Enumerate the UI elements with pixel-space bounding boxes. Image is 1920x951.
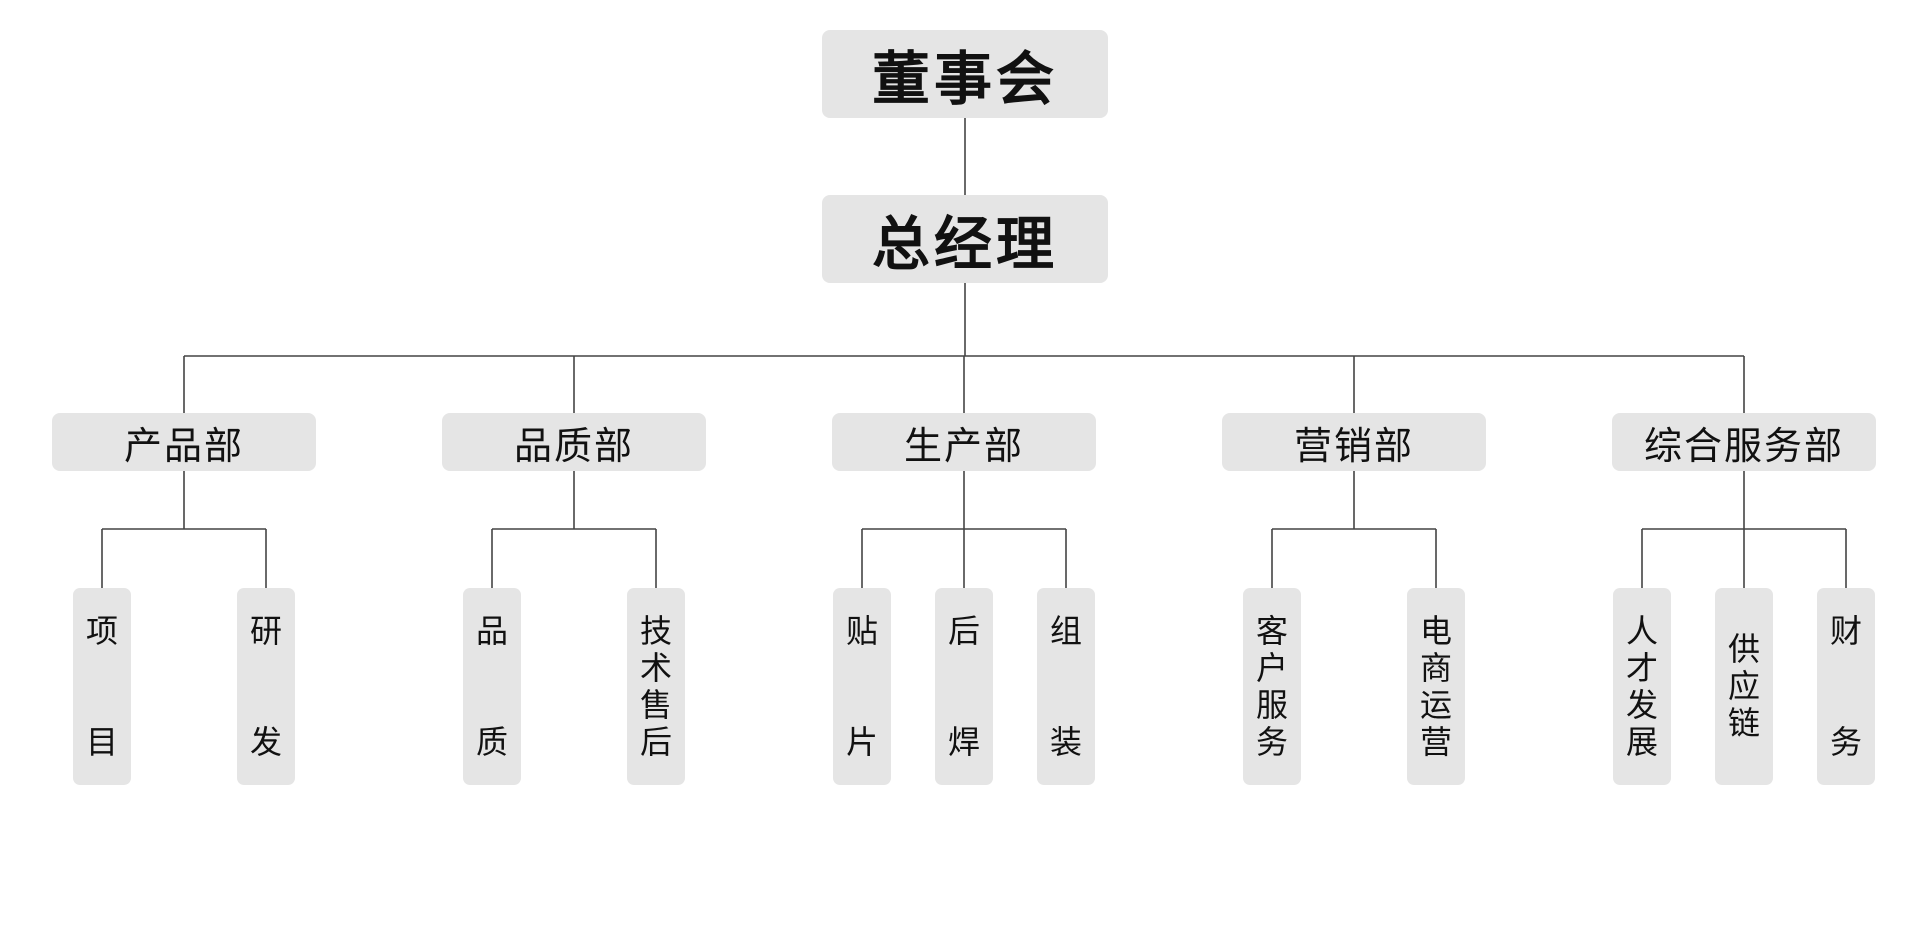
sub-department-label: 项目 bbox=[85, 611, 118, 761]
board-label: 董事会 bbox=[871, 45, 1058, 113]
label-character: 质 bbox=[475, 722, 508, 761]
label-character: 目 bbox=[85, 722, 118, 761]
label-character: 品 bbox=[475, 611, 508, 650]
label-character: 务 bbox=[1255, 722, 1288, 761]
department-label: 生产部 bbox=[903, 423, 1024, 468]
sub-department-node: 组装 bbox=[1037, 588, 1095, 785]
sub-department-label: 人才发展 bbox=[1625, 611, 1658, 761]
label-character: 研 bbox=[249, 611, 282, 650]
department-label: 综合服务部 bbox=[1643, 423, 1844, 468]
label-character: 装 bbox=[1049, 722, 1082, 761]
label-character: 供 bbox=[1727, 630, 1760, 668]
sub-department-node: 电商运营 bbox=[1407, 588, 1465, 785]
sub-department-label: 财务 bbox=[1829, 611, 1862, 761]
sub-department-label: 技术售后 bbox=[639, 611, 672, 761]
label-character: 商 bbox=[1419, 648, 1452, 687]
sub-department-node: 项目 bbox=[73, 588, 131, 785]
label-character: 电 bbox=[1419, 611, 1452, 650]
department-node: 营销部 bbox=[1222, 413, 1486, 471]
label-character: 技 bbox=[639, 611, 672, 650]
label-character: 售 bbox=[639, 685, 672, 724]
sub-department-node: 技术售后 bbox=[627, 588, 685, 785]
sub-department-label: 供应链 bbox=[1728, 631, 1760, 742]
label-character: 户 bbox=[1255, 648, 1288, 687]
label-character: 发 bbox=[1625, 685, 1658, 724]
label-character: 人 bbox=[1625, 611, 1658, 650]
department-label: 品质部 bbox=[513, 423, 634, 468]
sub-department-label: 组装 bbox=[1049, 611, 1082, 761]
sub-department-node: 贴片 bbox=[833, 588, 891, 785]
label-character: 服 bbox=[1255, 685, 1288, 724]
sub-department-node: 后焊 bbox=[935, 588, 993, 785]
label-character: 客 bbox=[1255, 611, 1288, 650]
sub-department-label: 研发 bbox=[249, 611, 282, 761]
label-character: 展 bbox=[1625, 722, 1658, 761]
label-character: 组 bbox=[1049, 611, 1082, 650]
general-manager-node: 总经理 bbox=[822, 195, 1108, 283]
label-character: 后 bbox=[947, 611, 980, 650]
department-node: 品质部 bbox=[442, 413, 706, 471]
sub-department-label: 客户服务 bbox=[1255, 611, 1288, 761]
department-label: 营销部 bbox=[1293, 423, 1414, 468]
label-character: 后 bbox=[639, 722, 672, 761]
sub-department-node: 品质 bbox=[463, 588, 521, 785]
department-node: 生产部 bbox=[832, 413, 1096, 471]
sub-department-label: 品质 bbox=[475, 611, 508, 761]
sub-department-node: 财务 bbox=[1817, 588, 1875, 785]
label-character: 营 bbox=[1419, 722, 1452, 761]
label-character: 片 bbox=[845, 722, 878, 761]
department-node: 产品部 bbox=[52, 413, 316, 471]
sub-department-label: 后焊 bbox=[947, 611, 980, 761]
label-character: 焊 bbox=[947, 722, 980, 761]
general-manager-label: 总经理 bbox=[871, 210, 1058, 278]
label-character: 运 bbox=[1419, 685, 1452, 724]
sub-department-node: 客户服务 bbox=[1243, 588, 1301, 785]
label-character: 务 bbox=[1829, 722, 1862, 761]
label-character: 链 bbox=[1727, 704, 1760, 742]
board-node: 董事会 bbox=[822, 30, 1108, 118]
label-character: 项 bbox=[85, 611, 118, 650]
label-character: 术 bbox=[639, 648, 672, 687]
department-label: 产品部 bbox=[123, 423, 244, 468]
sub-department-node: 研发 bbox=[237, 588, 295, 785]
department-node: 综合服务部 bbox=[1612, 413, 1876, 471]
label-character: 贴 bbox=[845, 611, 878, 650]
label-character: 应 bbox=[1727, 667, 1760, 705]
sub-department-label: 贴片 bbox=[845, 611, 878, 761]
label-character: 财 bbox=[1829, 611, 1862, 650]
label-character: 发 bbox=[249, 722, 282, 761]
sub-department-label: 电商运营 bbox=[1419, 611, 1452, 761]
label-character: 才 bbox=[1625, 648, 1658, 687]
sub-department-node: 人才发展 bbox=[1613, 588, 1671, 785]
sub-department-node: 供应链 bbox=[1715, 588, 1773, 785]
